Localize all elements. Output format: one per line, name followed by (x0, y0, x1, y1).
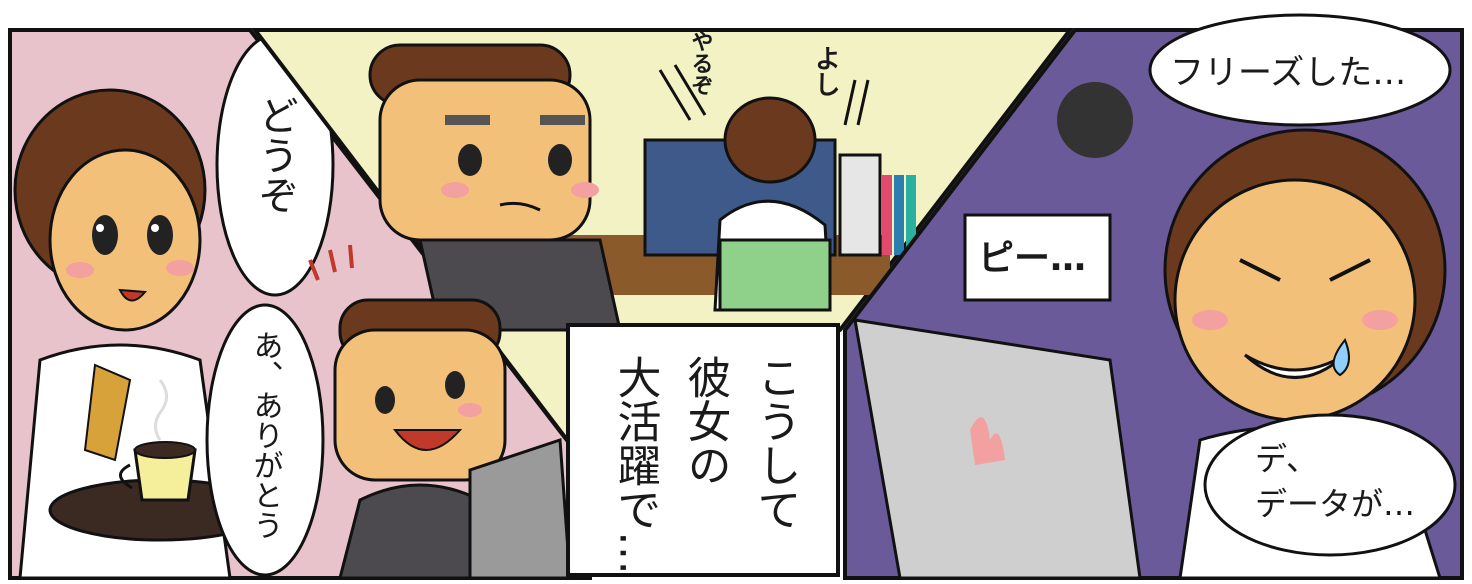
pc-tower (838, 153, 882, 257)
bubble-arigatou-text: あ、ありがとう (248, 330, 283, 540)
bubble-data-text-2: データが… (1255, 485, 1415, 523)
caption-line-3: 大活躍で… (610, 355, 661, 575)
caption-line-1: こうして (750, 355, 801, 531)
bubble-data-text-1: デ、 (1255, 440, 1318, 478)
woman-face (48, 148, 202, 332)
caption-box: こうして 彼女の 大活躍で… (566, 323, 840, 577)
sfx-yaruzo: やるぞ (688, 30, 714, 96)
speech-bubble-freeze (1148, 13, 1452, 127)
caption-line-2: 彼女の (680, 355, 731, 487)
sfx-box-pii (963, 213, 1112, 302)
frustrated-woman-face (1173, 178, 1417, 422)
sfx-yoshi: よし (810, 45, 840, 97)
sfx-pii-text: ピー… (978, 238, 1086, 279)
panel-man-smile (308, 244, 572, 580)
panel-freeze: フリーズした… ピー… デ、 データが… (843, 13, 1464, 580)
speech-bubble-data (1203, 413, 1457, 557)
speech-bubble-arigatou (205, 303, 325, 577)
bubble-douzo-text: どうぞ (252, 95, 298, 215)
bubble-freeze-text: フリーズした… (1170, 53, 1406, 93)
